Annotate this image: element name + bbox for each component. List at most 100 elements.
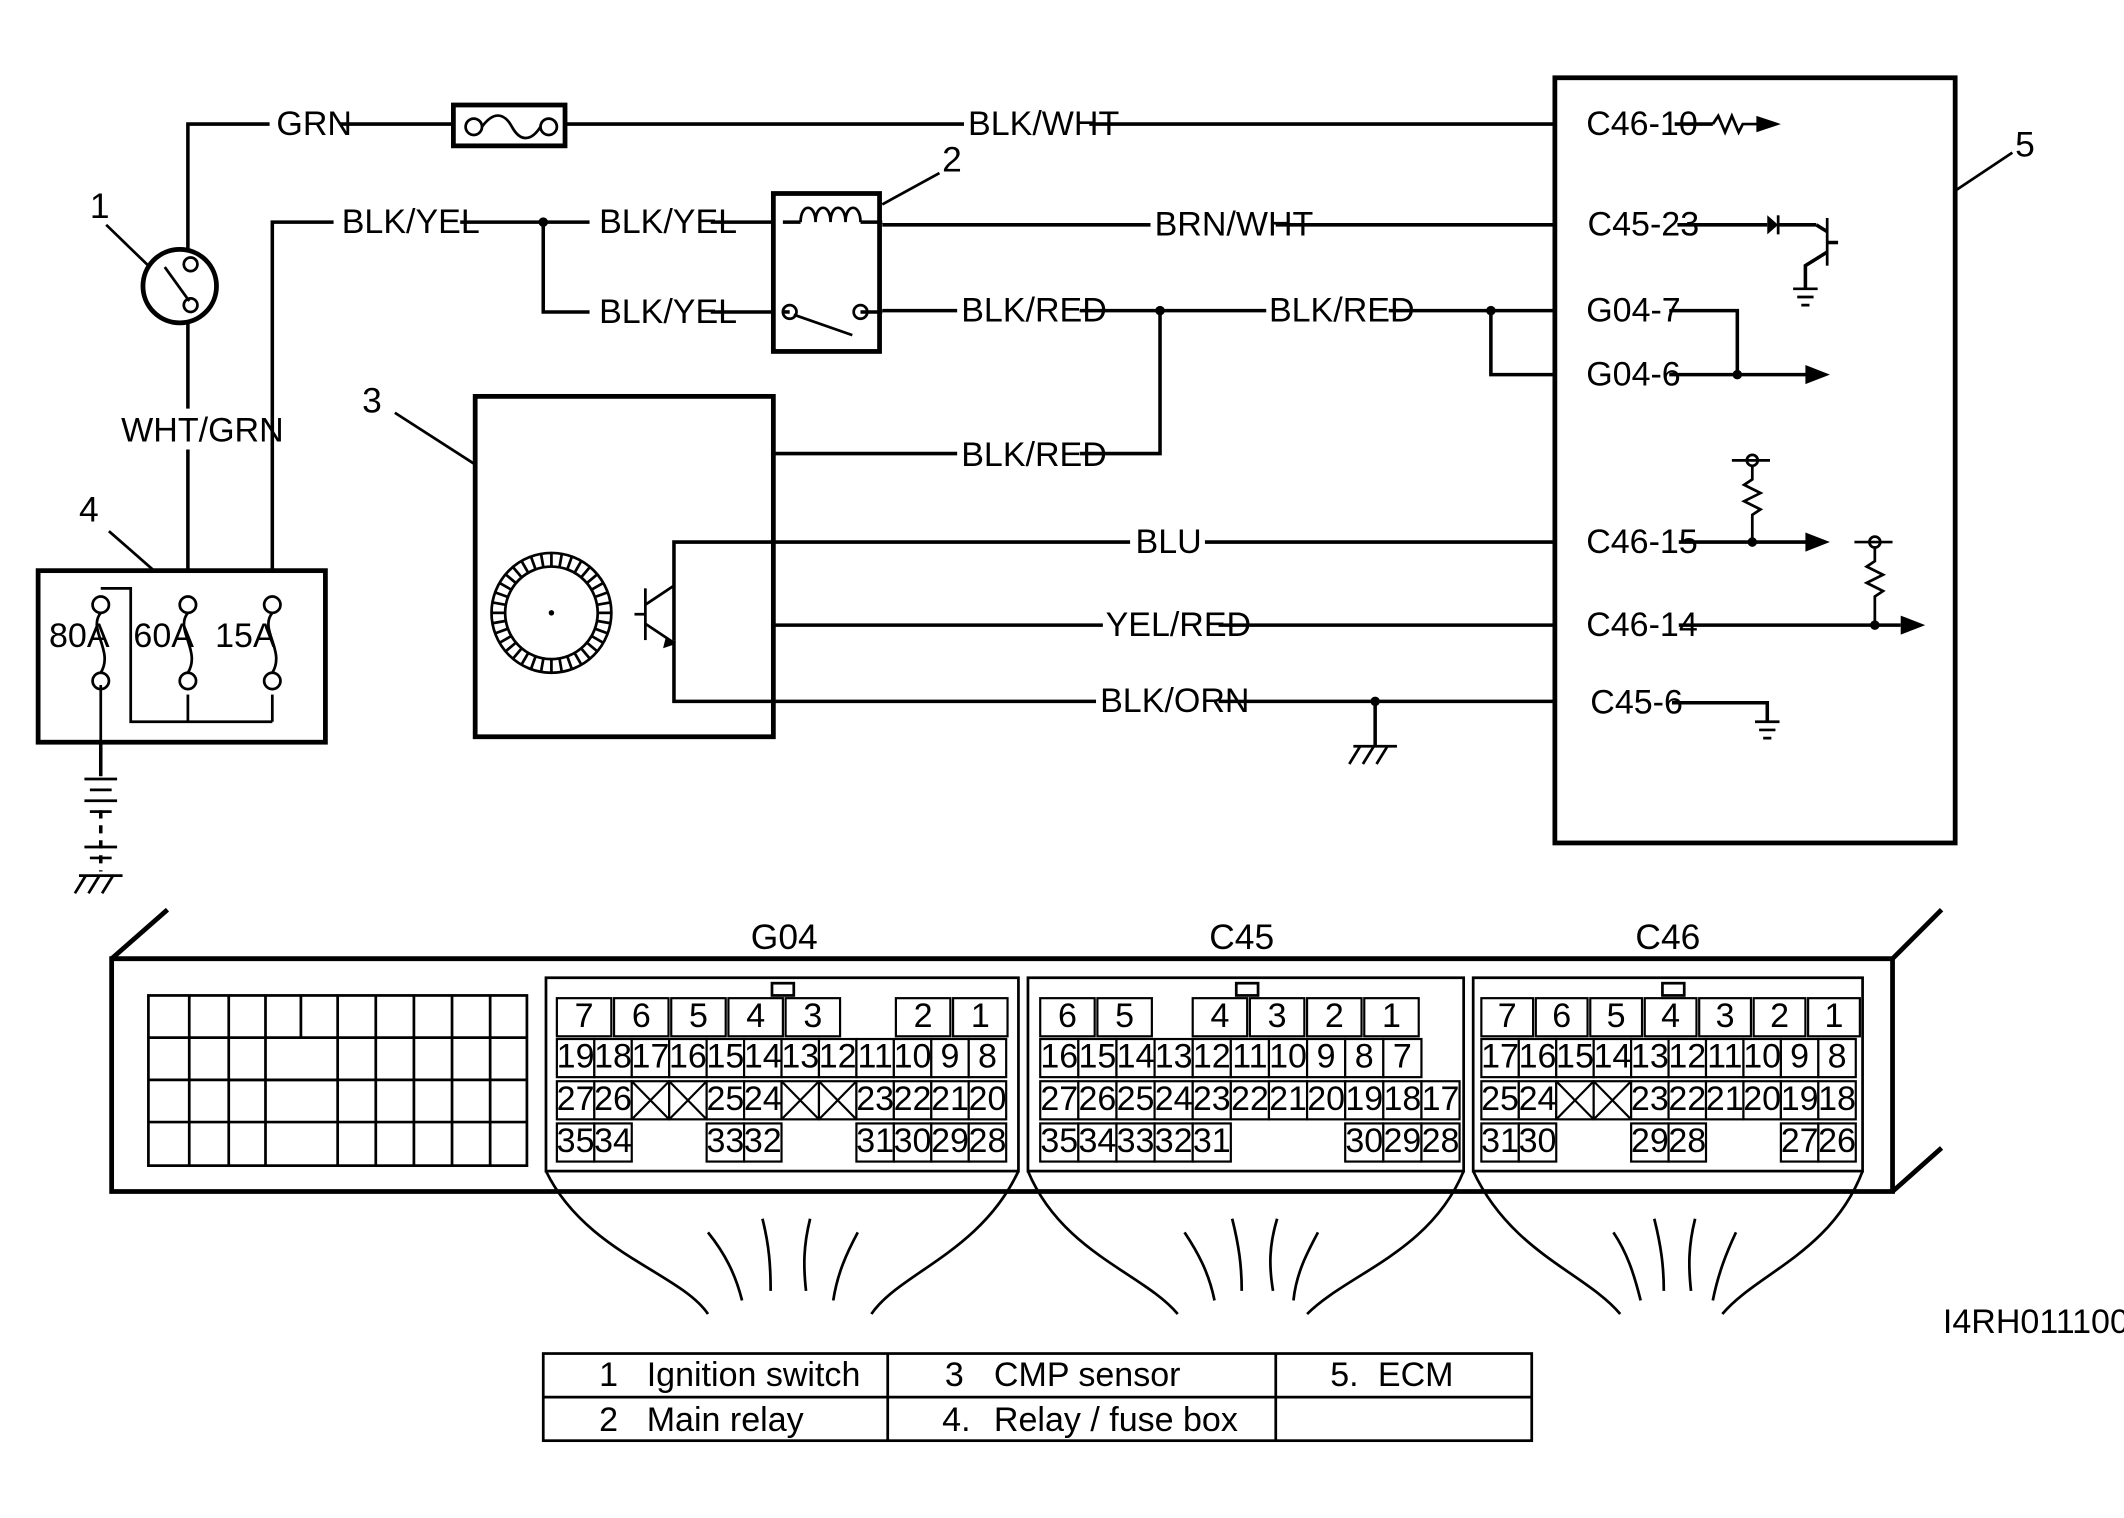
connector-pin-number: 7	[1498, 997, 1517, 1035]
wire-labels: GRN BLK/WHT BLK/YEL BLK/YEL BLK/YEL BRN/…	[121, 105, 1414, 720]
connector-pin-cell	[1267, 1080, 1309, 1121]
connector-pin-cell	[1191, 997, 1249, 1038]
blank-pin-mark	[630, 1080, 670, 1121]
callout-5: 5	[2015, 126, 2035, 165]
connector-pin-cell	[1077, 1037, 1118, 1079]
connector-pin-number: 17	[632, 1038, 670, 1076]
connector-pin-number: 33	[1117, 1122, 1155, 1160]
connector-pin-cell	[1153, 1080, 1194, 1121]
connector-pin-cell	[892, 1037, 933, 1079]
connector-pin-number: 26	[1818, 1122, 1856, 1160]
fuse-rating-15a: 15A	[215, 617, 276, 655]
connector-pin-number: 17	[1481, 1038, 1519, 1076]
connector-pin-number: 20	[1743, 1080, 1781, 1118]
connector-pin-number: 15	[1556, 1038, 1594, 1076]
connector-pin-cell	[1344, 1122, 1385, 1163]
connector-pin-number: 33	[706, 1122, 744, 1160]
connector-pin-cell	[1643, 997, 1698, 1038]
wire-label-yel-red: YEL/RED	[1106, 606, 1252, 644]
connector-pin-number: 6	[1552, 997, 1571, 1035]
connector-pin-cell	[1039, 997, 1096, 1038]
wire-label-blu: BLU	[1136, 523, 1202, 561]
connector-pin-cell	[1817, 1122, 1857, 1163]
legend-item-label: Relay / fuse box	[994, 1401, 1238, 1439]
battery-ground-symbol	[73, 777, 123, 895]
connector-pin-cell	[593, 1122, 633, 1163]
connector-pin-cell	[1077, 1080, 1118, 1121]
connector-pin-number: 6	[1058, 997, 1077, 1035]
connector-pin-cell	[892, 1080, 933, 1121]
connector-pin-cell	[1305, 1080, 1347, 1121]
connector-pin-cell	[1039, 1080, 1080, 1121]
wires	[98, 122, 1555, 872]
fuse-element-15a	[262, 595, 282, 691]
connector-pin-cell	[742, 1037, 783, 1079]
connector-pin-number: 22	[894, 1080, 932, 1118]
connector-pin-cell	[1191, 1122, 1232, 1163]
legend-item-number: 2	[599, 1401, 618, 1439]
connector-pin-number: 7	[575, 997, 594, 1035]
connector-pin-cell	[555, 997, 613, 1038]
connector-pin-cell	[1115, 1122, 1156, 1163]
terminal-label: G04-7	[1586, 291, 1681, 329]
connector-pin-number: 23	[856, 1080, 894, 1118]
connector-pin-cell	[780, 1037, 821, 1079]
chassis-ground-symbol	[1348, 744, 1397, 765]
connector-pin-number: 5	[689, 997, 708, 1035]
connector-pin-cell	[1517, 1122, 1558, 1163]
connector-pin-cell	[1363, 997, 1420, 1038]
connector-pin-cell	[705, 1122, 746, 1163]
connector-pin-number: 23	[1631, 1080, 1669, 1118]
callout-numbers: 1 2 3 4 5	[79, 126, 2035, 530]
connector-pin-number: 34	[1078, 1122, 1116, 1160]
connector-pin-number: 25	[1117, 1080, 1155, 1118]
connector-pin-cell	[1667, 1122, 1708, 1163]
connector-pin-number: 18	[1818, 1080, 1856, 1118]
connector-pin-cell	[1267, 1037, 1309, 1079]
fuse-element-60a	[178, 595, 198, 691]
connector-pin-cell	[1807, 997, 1861, 1038]
connector-name-g04: G04	[751, 918, 818, 957]
connector-outline-g04	[544, 976, 1020, 1173]
terminal-label: C46-14	[1586, 606, 1698, 644]
connector-pin-number: 16	[1519, 1038, 1557, 1076]
connector-pin-cell	[1153, 1122, 1194, 1163]
connector-pin-number: 29	[1383, 1122, 1421, 1160]
wire-harness-bundles	[544, 1170, 1864, 1316]
wire-label-blk-yel-2: BLK/YEL	[599, 203, 737, 241]
connector-pin-number: 8	[1828, 1038, 1847, 1076]
connector-pin-number: 10	[894, 1038, 932, 1076]
relay-fuse-box	[35, 530, 328, 745]
connector-pin-number: 12	[1668, 1038, 1706, 1076]
connector-pin-number: 11	[1707, 1038, 1742, 1076]
connector-pin-number: 28	[1668, 1122, 1706, 1160]
connector-pin-number: 20	[1307, 1080, 1345, 1118]
connector-pin-number: 10	[1743, 1038, 1781, 1076]
connector-pin-number: 9	[941, 1038, 960, 1076]
connector-name-c46: C46	[1635, 918, 1700, 957]
connector-pin-number: 30	[894, 1122, 932, 1160]
fuse-rating-80a: 80A	[49, 617, 110, 655]
connector-pin-cell	[1752, 997, 1807, 1038]
connector-pin-number: 32	[1155, 1122, 1193, 1160]
connector-pin-number: 17	[1422, 1080, 1460, 1118]
callout-1: 1	[90, 187, 110, 226]
connector-pin-number: 25	[1481, 1080, 1519, 1118]
wire-label-blk-yel-3: BLK/YEL	[599, 293, 737, 331]
connector-pin-number: 19	[1781, 1080, 1819, 1118]
connector-pin-number: 24	[744, 1080, 782, 1118]
terminal-label: C45-6	[1590, 684, 1683, 722]
connector-pin-cell	[1039, 1037, 1080, 1079]
connector-pin-cell	[1779, 1037, 1820, 1079]
connector-pin-number: 22	[1231, 1080, 1269, 1118]
connector-pin-number: 13	[1155, 1038, 1193, 1076]
connector-pin-number: 18	[1383, 1080, 1421, 1118]
connector-pin-number: 12	[819, 1038, 857, 1076]
legend-item-label: Main relay	[647, 1401, 804, 1439]
connector-pin-number: 14	[744, 1038, 782, 1076]
main-relay	[770, 171, 941, 354]
connector-pin-cell	[1344, 1080, 1385, 1121]
connector-pin-number: 14	[1117, 1038, 1155, 1076]
connector-pin-number: 31	[1481, 1122, 1519, 1160]
